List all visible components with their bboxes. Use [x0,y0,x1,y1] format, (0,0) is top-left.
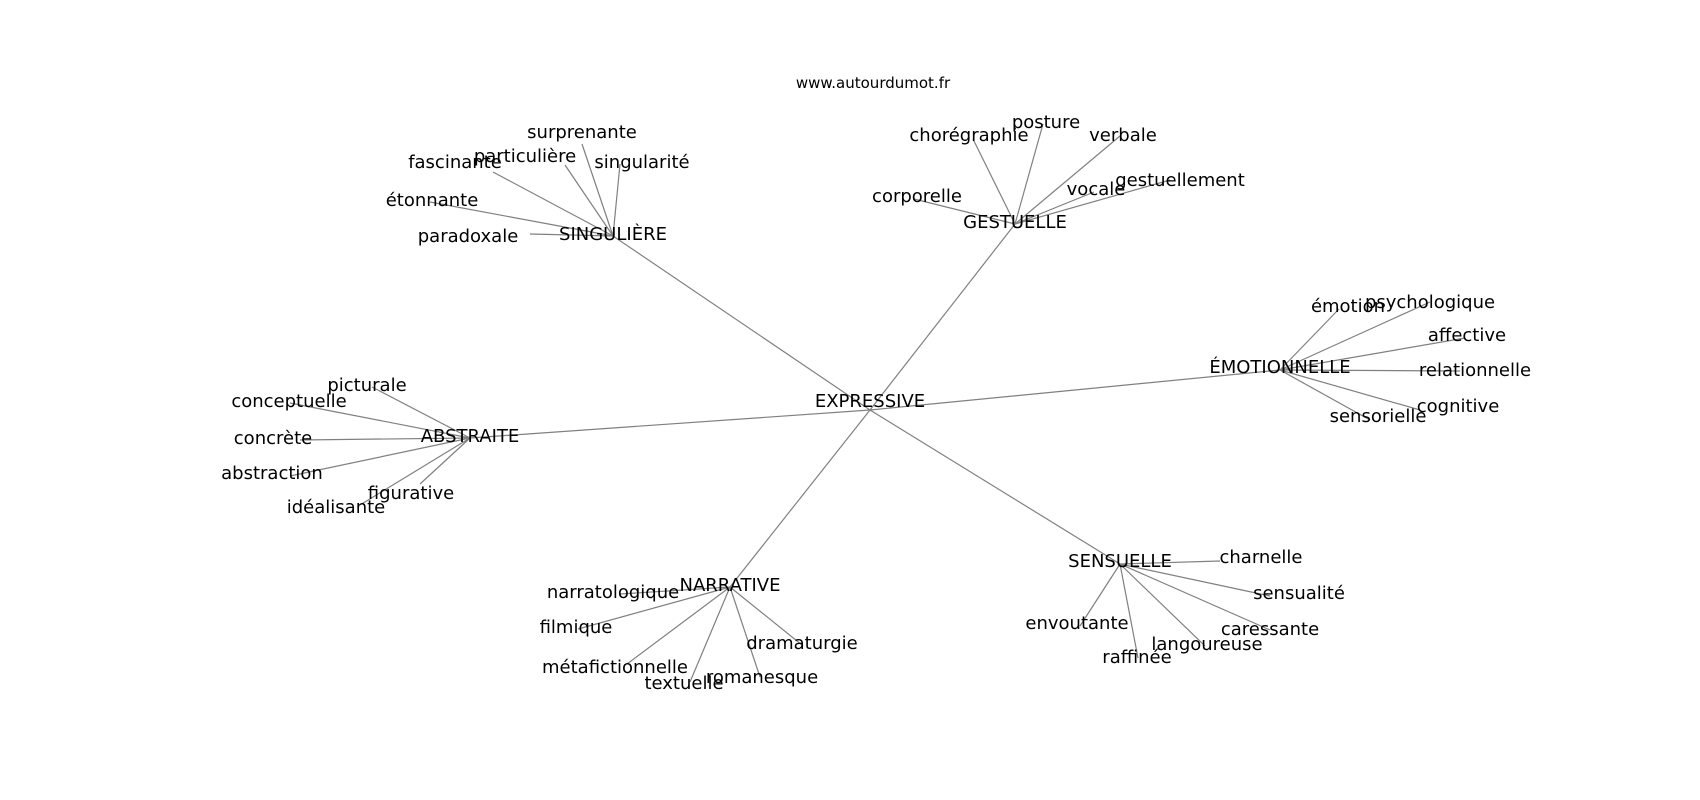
leaf-node: paradoxale [418,226,519,247]
edge-sensuelle-leaf [1119,560,1221,565]
edge-gestuelle-leaf [1014,123,1044,225]
leaf-node: concrète [234,428,312,449]
cluster-node-sensuelle: SENSUELLE [1068,551,1172,572]
leaf-node: figurative [368,483,454,504]
leaf-node: vocale [1067,179,1126,200]
edge-emotionnelle-leaf [1279,369,1421,411]
leaf-node: particulière [474,146,576,167]
edge-emotionnelle-leaf [1279,337,1466,371]
leaf-node: sensualité [1253,583,1345,604]
edge-narrative-leaf [619,586,731,595]
leaf-node: gestuellement [1115,170,1245,191]
edge-sensuelle-leaf [1119,563,1271,597]
cluster-node-singuliere: SINGULIÈRE [559,223,667,245]
leaf-node: picturale [327,375,406,396]
edge-sensuelle-leaf [1119,563,1139,659]
edge-gestuelle-leaf [1014,191,1095,225]
edge-gestuelle-leaf [1014,135,1121,225]
edge-singuliere-leaf [612,163,621,237]
leaf-node: surprenante [527,122,637,143]
leaf-node: chorégraphie [909,125,1028,146]
edge-singuliere-leaf [564,164,614,237]
cluster-node-emotionnelle: ÉMOTIONNELLE [1209,356,1350,378]
edge-sensuelle-leaf [1119,563,1271,631]
edge-sensuelle-leaf [1079,563,1121,627]
edge-center-sensuelle [869,409,1121,565]
leaf-node: étonnante [386,190,479,211]
edge-abstraite-leaf [419,437,471,485]
edge-center-singuliere [612,235,871,411]
leaf-node: affective [1428,325,1506,346]
edge-emotionnelle-leaf [1279,301,1431,371]
cluster-node-abstraite: ABSTRAITE [421,426,520,447]
edge-center-emotionnelle [869,369,1281,411]
edge-singuliere-leaf [529,233,614,237]
leaf-node: filmique [540,617,613,638]
edge-abstraite-leaf [289,402,471,439]
edge-gestuelle-leaf [913,198,1016,225]
edge-narrative-leaf [729,586,803,646]
labels: EXPRESSIVE SINGULIÈRE surprenante particuli… [221,112,1531,694]
leaf-node: dramaturgie [746,633,857,654]
edge-emotionnelle-leaf [1279,308,1340,371]
leaf-node: émotion [1311,296,1385,317]
edge-sensuelle-leaf [1119,563,1206,647]
edge-abstraite-leaf [371,386,471,439]
leaf-node: posture [1012,112,1080,133]
leaf-node: raffinée [1102,647,1171,668]
edge-narrative-leaf [689,586,731,683]
leaf-node: relationnelle [1419,360,1531,381]
leaf-node: corporelle [872,186,962,207]
edge-abstraite-leaf [289,437,471,477]
leaf-node: idéalisante [287,497,385,518]
edge-narrative-leaf [577,586,731,630]
edge-gestuelle-leaf [1014,179,1171,225]
hub-node-expressive: EXPRESSIVE [815,391,925,412]
watermark: www.autourdumot.fr [796,74,951,92]
leaf-node: fascinante [408,152,502,173]
leaf-node: conceptuelle [231,391,346,412]
edge-singuliere-leaf [581,143,614,237]
leaf-node: singularité [594,152,689,173]
leaf-node: narratologique [547,582,679,603]
cluster-node-narrative: NARRATIVE [680,575,781,596]
edges [289,123,1466,683]
edge-abstraite-leaf [299,437,471,441]
leaf-node: abstraction [221,463,323,484]
leaf-node: romanesque [706,667,818,688]
edge-center-abstraite [469,409,871,439]
leaf-node: langoureuse [1151,634,1262,655]
leaf-node: caressante [1221,619,1319,640]
cluster-node-gestuelle: GESTUELLE [963,212,1067,233]
edge-emotionnelle-leaf [1279,369,1371,421]
edge-abstraite-leaf [359,437,471,506]
edge-emotionnelle-leaf [1279,369,1461,372]
leaf-node: envoutante [1025,613,1128,634]
leaf-node: textuelle [644,673,723,694]
leaf-node: métafictionnelle [542,657,688,678]
leaf-node: psychologique [1365,292,1495,313]
edge-singuliere-leaf [492,171,614,237]
edge-gestuelle-leaf [972,138,1016,225]
leaf-node: charnelle [1220,547,1303,568]
edge-singuliere-leaf [429,201,614,237]
leaf-node: sensorielle [1330,406,1427,427]
edge-narrative-leaf [729,586,761,678]
leaf-node: cognitive [1417,396,1500,417]
edge-center-narrative [729,409,871,588]
edge-narrative-leaf [626,586,731,665]
edge-center-gestuelle [869,223,1016,411]
leaf-node: verbale [1089,125,1157,146]
